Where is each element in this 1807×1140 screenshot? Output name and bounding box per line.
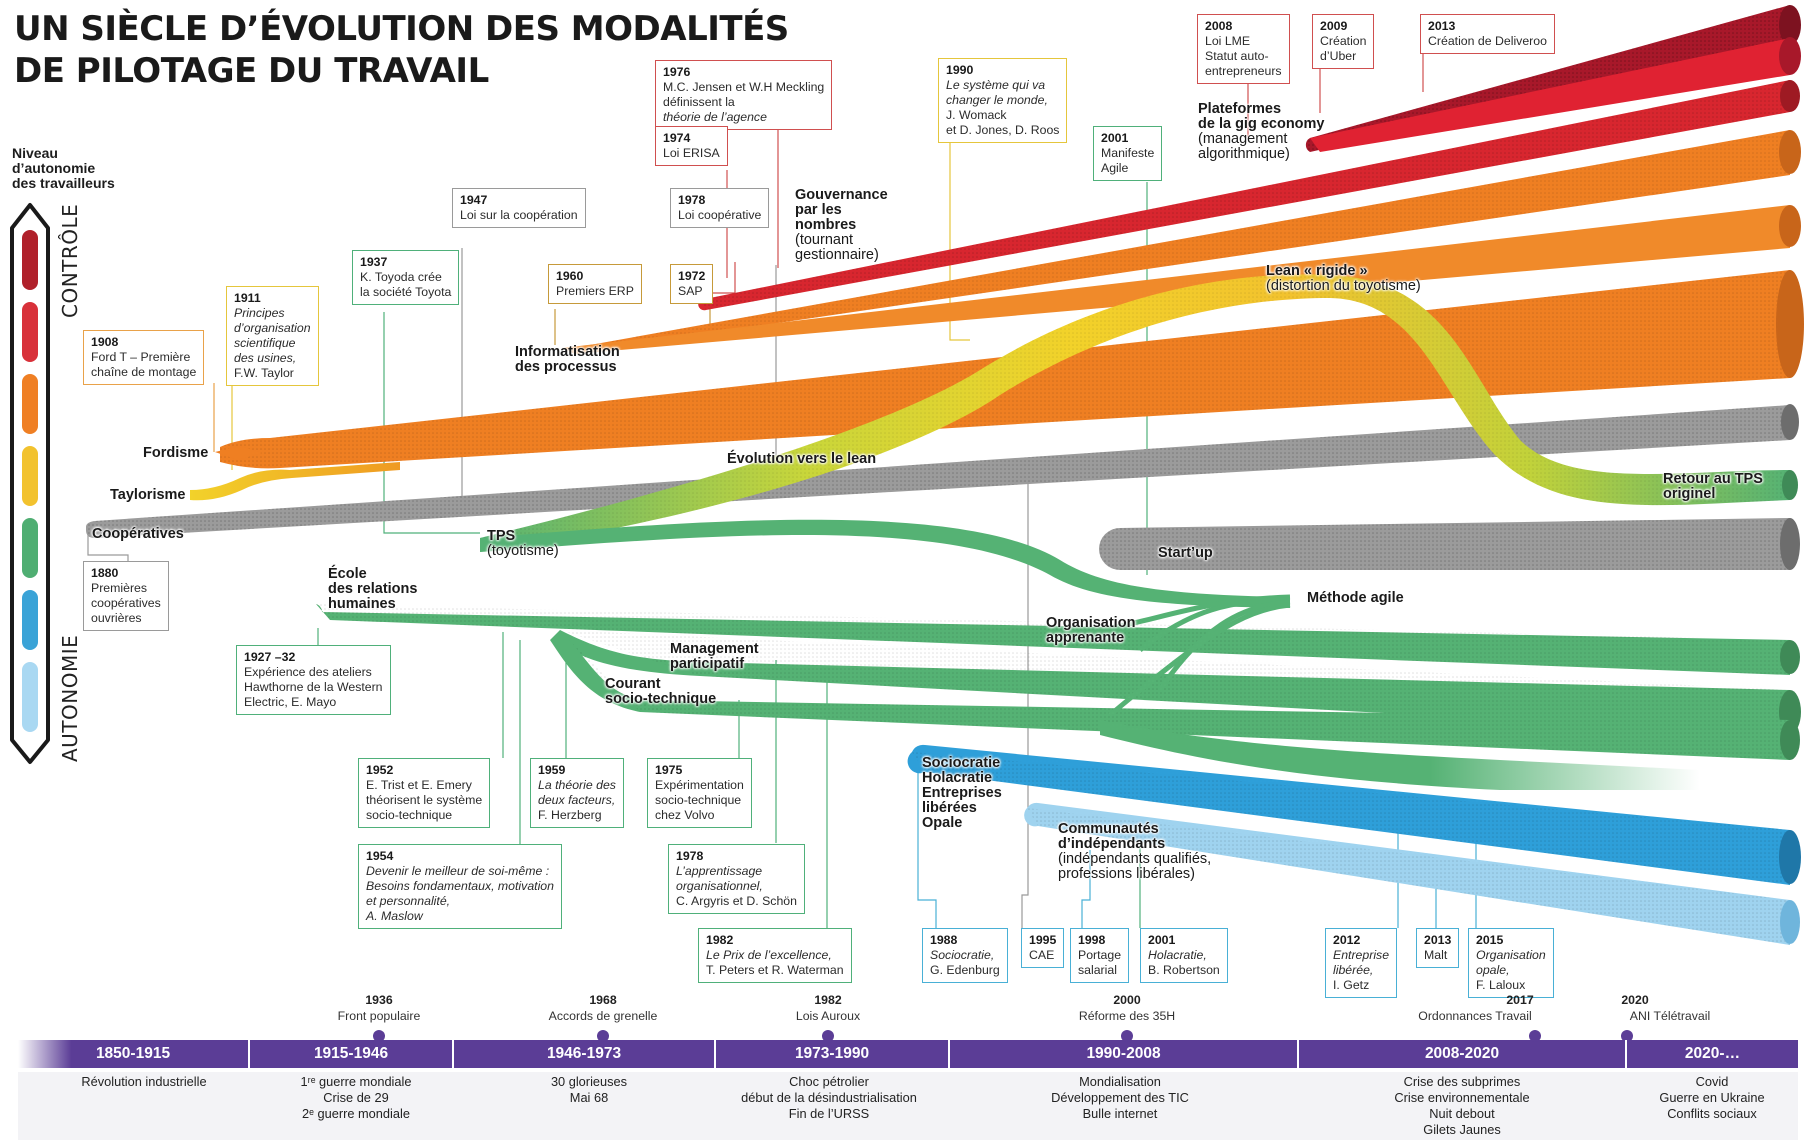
timeline-bar — [18, 1040, 1798, 1068]
period-2008-2020: 2008-2020 — [1299, 1040, 1627, 1068]
label-startup: Start’up — [1158, 545, 1213, 561]
timeline-context-bg — [18, 1072, 1798, 1140]
label-taylorisme: Taylorisme — [110, 487, 186, 503]
timeline-dot-1936 — [373, 1030, 385, 1042]
stream-relations-humaines — [316, 604, 1801, 790]
timeline-dot-2020 — [1621, 1030, 1633, 1042]
axis-bottom-label: AUTONOMIE — [58, 634, 82, 762]
timeline-dot-1968 — [597, 1030, 609, 1042]
autonomy-scale — [10, 203, 50, 764]
period-1946-1973: 1946-1973 — [454, 1040, 716, 1068]
axis-top-label: CONTRÔLE — [58, 203, 82, 318]
stream-gouvernance — [698, 80, 1800, 311]
page-title: UN SIÈCLE D’ÉVOLUTION DES MODALITÉS DE P… — [14, 9, 789, 91]
label-methode-agile: Méthode agile — [1307, 590, 1404, 606]
period-1973-1990: 1973-1990 — [716, 1040, 950, 1068]
period-2020: 2020-… — [1684, 1045, 1741, 1062]
stream-communautes — [1024, 802, 1800, 945]
context-1850-1915: Révolution industrielle — [81, 1074, 207, 1089]
stream-orange-upper — [562, 130, 1801, 354]
label-lean-rigide: Lean « rigide »(distortion du toyotisme) — [1266, 263, 1421, 294]
timeline-dot-2000 — [1121, 1030, 1133, 1042]
timeline-dot-1982 — [822, 1030, 834, 1042]
stream-tps — [480, 519, 1290, 608]
label-evolution-lean: Évolution vers le lean — [727, 451, 877, 467]
stream-cooperatives — [86, 404, 1800, 570]
label-tps: TPS(toyotisme) — [487, 528, 559, 559]
stream-lean — [480, 274, 1798, 552]
agile-strands — [1099, 594, 1291, 717]
stream-gig — [1305, 5, 1801, 152]
axis-label: Niveau d’autonomie des travailleurs — [12, 145, 115, 191]
period-1915-1946: 1915-1946 — [250, 1040, 454, 1068]
period-1990-2008: 1990-2008 — [950, 1040, 1299, 1068]
stream-sociocratie — [907, 744, 1801, 885]
timeline-dot-2017 — [1529, 1030, 1541, 1042]
label-cooperatives: Coopératives — [92, 526, 184, 542]
period-1850-1915: 1850-1915 — [18, 1040, 250, 1068]
stream-taylorisme — [190, 462, 400, 501]
label-fordisme: Fordisme — [143, 445, 209, 461]
